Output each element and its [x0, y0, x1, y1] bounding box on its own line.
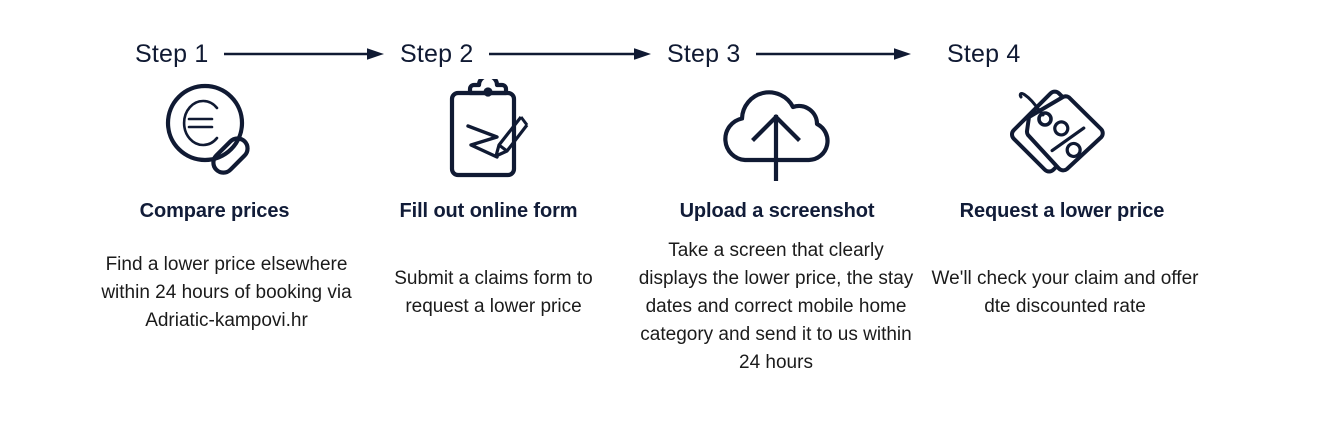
step-column-4: Step 4 Request a lower p [925, 0, 1215, 423]
step-4-header: Step 4 [925, 38, 1215, 70]
step-4-label: Step 4 [947, 40, 1021, 68]
step-1-title: Compare prices [139, 200, 290, 222]
step-3-body: Take a screen that clearly displays the … [638, 240, 914, 373]
step-1-icon-wrap [95, 76, 370, 186]
step-2-body: Submit a claims form to request a lower … [394, 268, 593, 317]
step-1-body: Find a lower price elsewhere within 24 h… [101, 254, 352, 331]
arrow-right-icon-3 [756, 48, 912, 60]
step-3-icon-wrap [635, 76, 925, 186]
price-tag-percent-icon [1010, 89, 1105, 174]
step-1-header: Step 1 [95, 38, 385, 70]
step-3-header: Step 3 [635, 38, 925, 70]
cloud-upload-icon [723, 90, 830, 181]
step-4-title: Request a lower price [959, 200, 1165, 222]
step-4-body: We'll check your claim and offer dte dis… [931, 268, 1199, 317]
step-column-1: Step 1 [95, 0, 385, 423]
step-2-icon-wrap [370, 76, 635, 186]
clipboard-pen-icon [449, 79, 528, 178]
step-column-2: Step 2 Fill out online fo [370, 0, 652, 423]
arrow-right-icon-1 [224, 48, 385, 60]
arrow-right-icon-2 [489, 48, 652, 60]
step-3-label: Step 3 [667, 40, 741, 68]
step-1-label: Step 1 [135, 40, 209, 68]
step-3-title: Upload a screenshot [679, 200, 875, 222]
step-2-title: Fill out online form [399, 200, 578, 222]
magnifier-euro-icon [165, 83, 250, 175]
step-column-3: Step 3 Upload a screenshot Take a screen… [635, 0, 925, 423]
step-2-header: Step 2 [370, 38, 652, 70]
step-2-label: Step 2 [400, 40, 474, 68]
step-4-icon-wrap [925, 76, 1215, 186]
